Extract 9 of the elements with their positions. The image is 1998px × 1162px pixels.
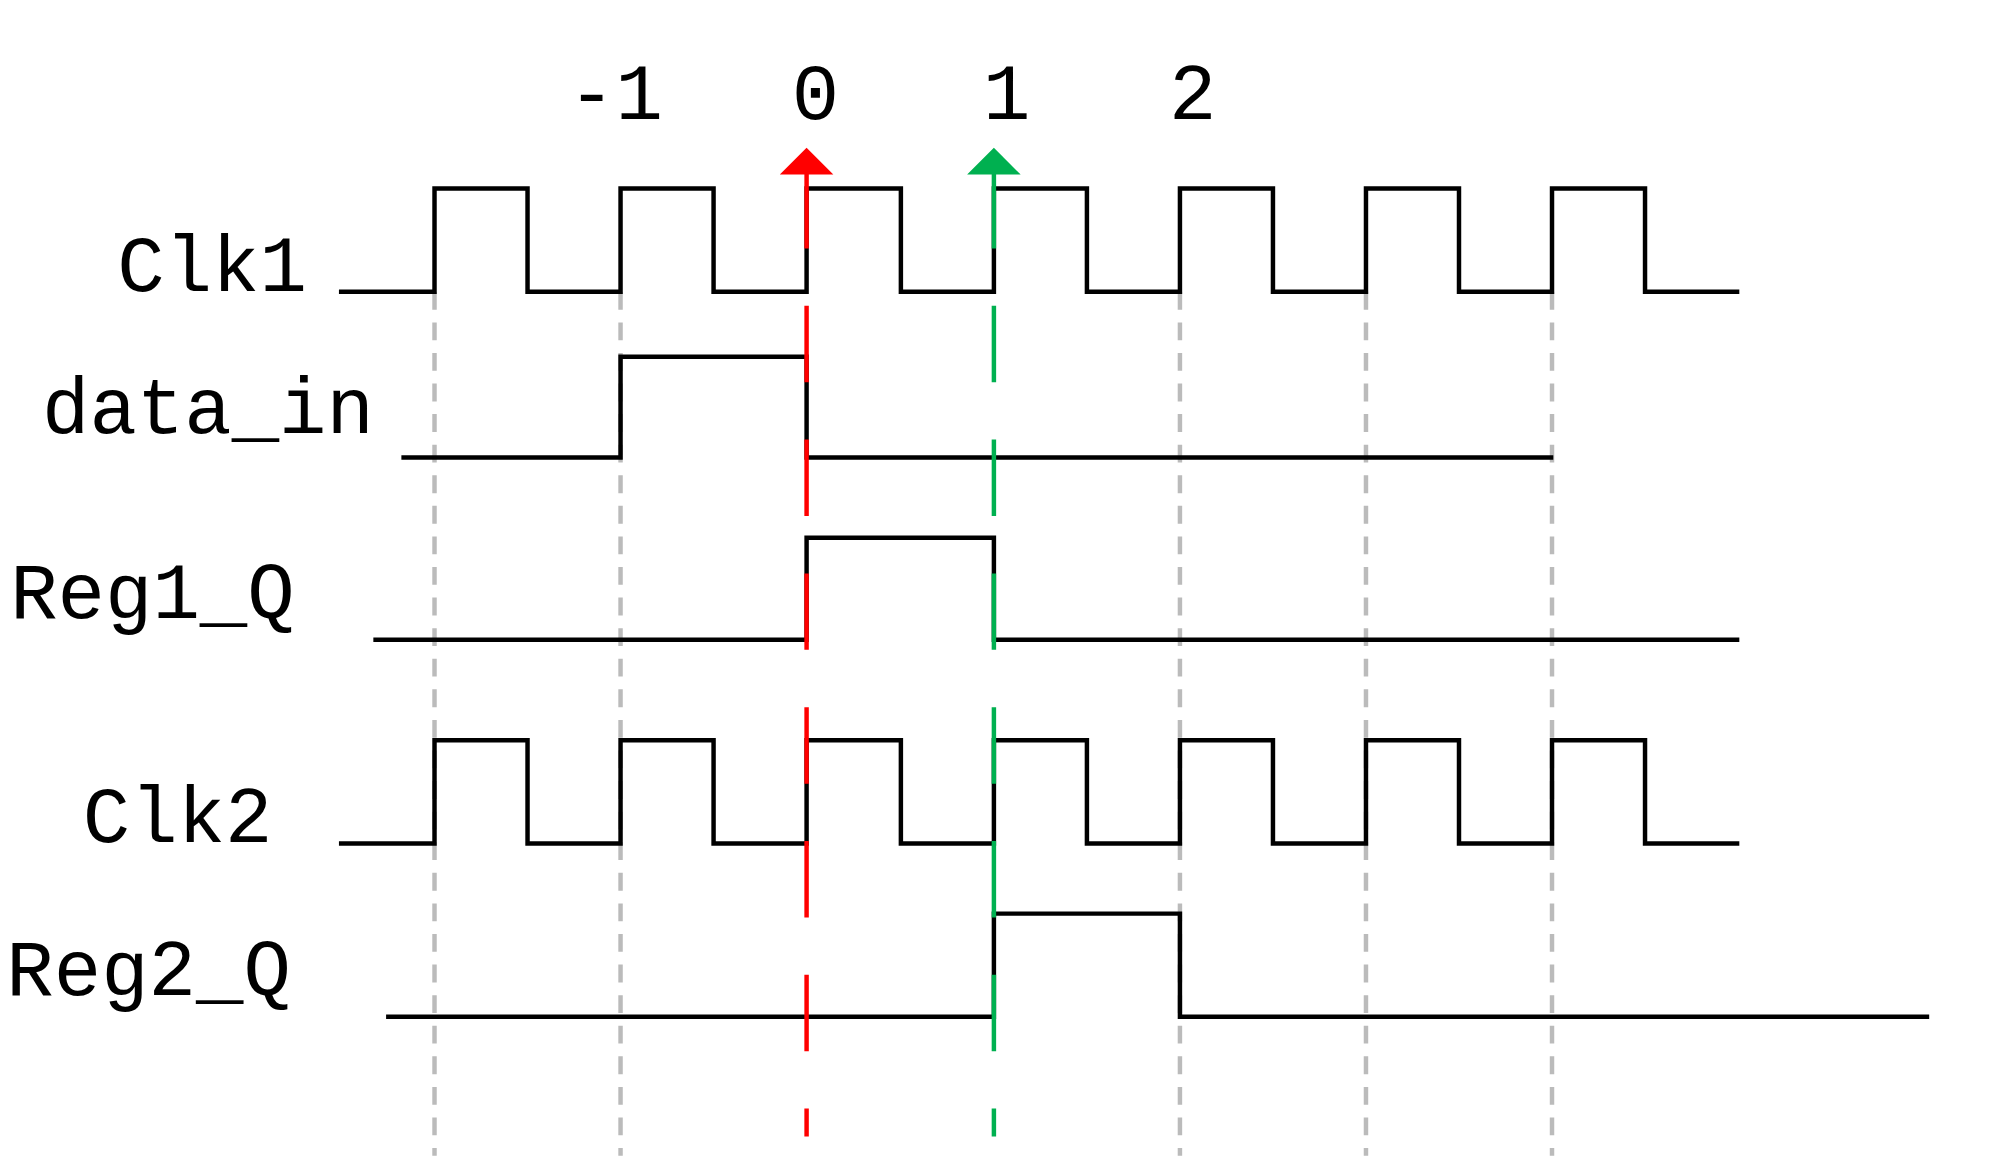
clock-cycle-number: 0 — [791, 58, 840, 138]
signal-name: data_in — [42, 373, 374, 453]
clock-cycle-number: -1 — [568, 58, 663, 138]
signal-name: Clk2 — [82, 782, 273, 862]
signal-name: Clk1 — [117, 230, 307, 310]
clock-cycle-number: 2 — [1168, 58, 1217, 138]
signal-name: Reg1_Q — [10, 558, 295, 638]
signal-name: Reg2_Q — [6, 935, 291, 1015]
clock-cycle-number: 1 — [982, 58, 1031, 138]
